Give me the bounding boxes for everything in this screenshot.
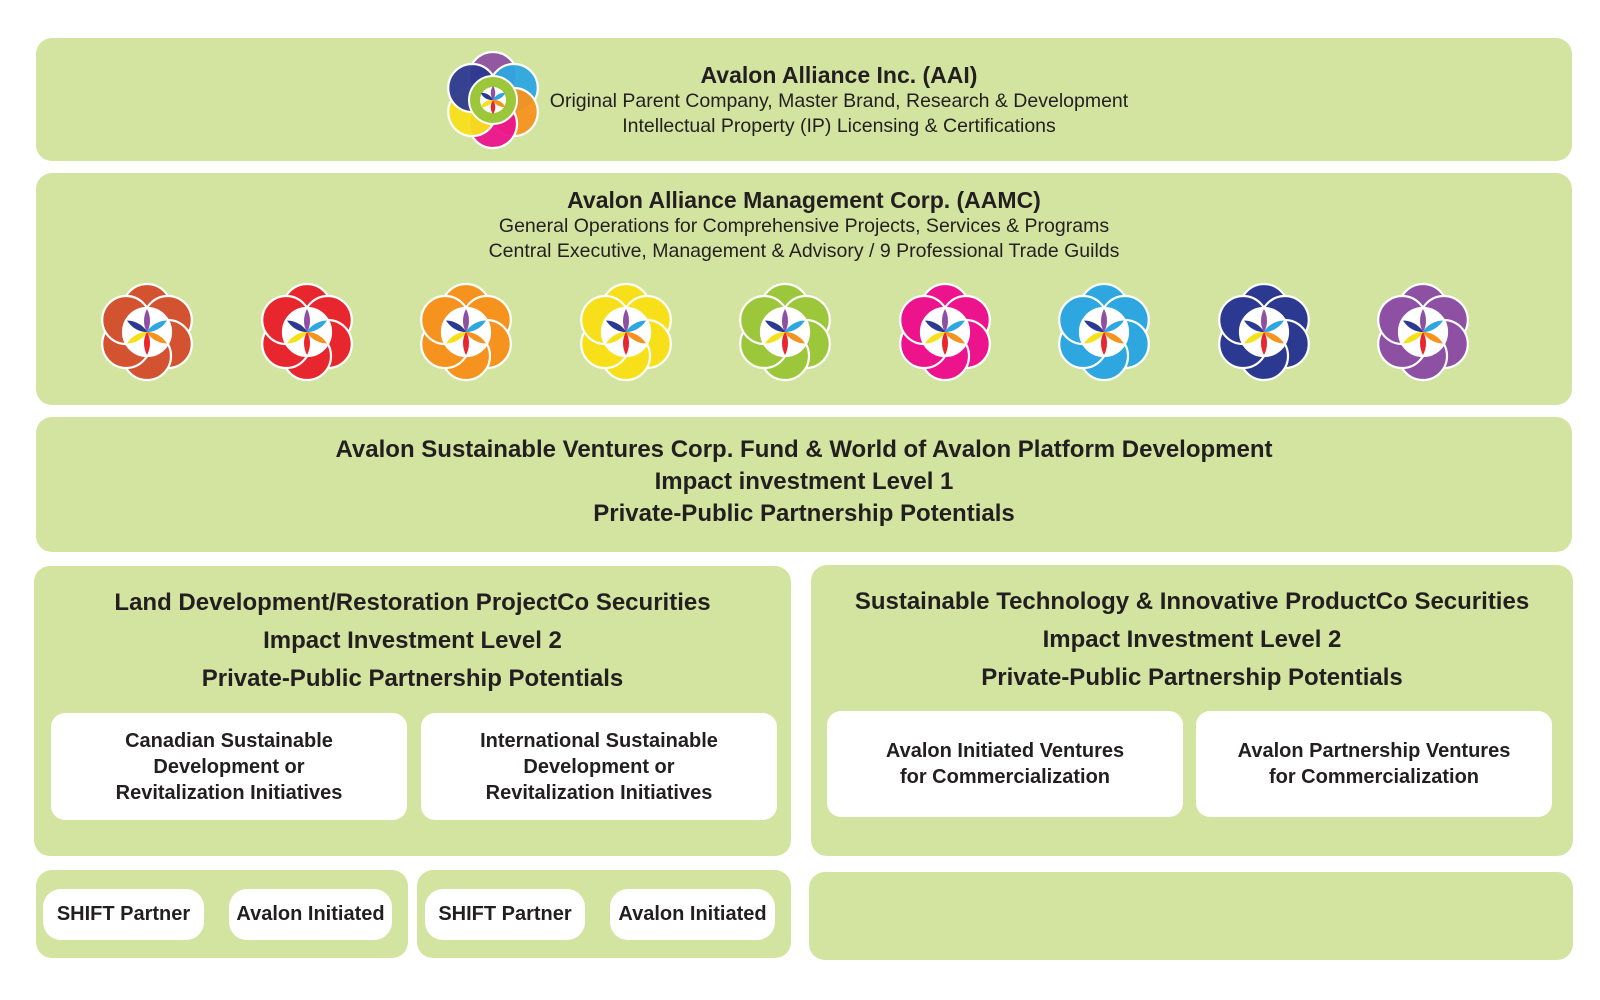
asv-text: Avalon Sustainable Ventures Corp. Fund &… — [36, 434, 1572, 530]
aamc-line-1: General Operations for Comprehensive Pro… — [498, 215, 1110, 237]
card-line: for Commercialization — [1268, 766, 1480, 788]
canadian-initiatives-card: Canadian Sustainable Development or Revi… — [51, 713, 407, 820]
partner-group-1: SHIFT Partner Avalon Initiated — [36, 870, 408, 958]
card-line: Development or — [523, 755, 675, 778]
card-line: Revitalization Initiatives — [485, 781, 713, 804]
sustainable-technology-panel: Sustainable Technology & Innovative Prod… — [811, 565, 1573, 856]
guild-flower-icon — [260, 282, 353, 382]
guild-flower-icon — [739, 282, 831, 382]
guild-flower-icon — [101, 282, 193, 382]
aai-title: Avalon Alliance Inc. (AAI) — [700, 62, 978, 88]
partnership-ventures-card: Avalon Partnership Ventures for Commerci… — [1196, 711, 1552, 817]
asv-line-2: Impact investment Level 1 — [654, 468, 954, 495]
aamc-panel: Avalon Alliance Management Corp. (AAMC) … — [36, 173, 1572, 405]
aamc-line-2: Central Executive, Management & Advisory… — [488, 240, 1120, 262]
aai-line-2: Intellectual Property (IP) Licensing & C… — [622, 115, 1056, 137]
flower-of-life-multicolor-icon — [447, 50, 539, 150]
land-line-3: Private-Public Partnership Potentials — [201, 665, 624, 692]
land-line-1: Land Development/Restoration ProjectCo S… — [114, 589, 711, 616]
aai-line-1: Original Parent Company, Master Brand, R… — [549, 90, 1129, 112]
shift-partner-pill: SHIFT Partner — [425, 889, 585, 940]
guild-flower-icon — [1217, 282, 1310, 382]
aamc-title: Avalon Alliance Management Corp. (AAMC) — [567, 187, 1041, 213]
card-line: Avalon Initiated Ventures — [885, 740, 1125, 762]
card-line: Revitalization Initiatives — [115, 781, 343, 804]
land-line-2: Impact Investment Level 2 — [263, 627, 562, 654]
empty-panel — [809, 872, 1573, 960]
asv-panel: Avalon Sustainable Ventures Corp. Fund &… — [36, 417, 1572, 552]
guild-flower-icon — [1377, 282, 1469, 382]
land-development-panel: Land Development/Restoration ProjectCo S… — [34, 566, 791, 856]
international-initiatives-card: International Sustainable Development or… — [421, 713, 777, 820]
card-line: Canadian Sustainable — [125, 729, 333, 752]
guild-flower-icon — [898, 282, 991, 382]
tech-heading: Sustainable Technology & Innovative Prod… — [811, 583, 1573, 697]
tech-line-3: Private-Public Partnership Potentials — [981, 664, 1403, 691]
aai-text: Avalon Alliance Inc. (AAI) Original Pare… — [36, 62, 1572, 139]
aai-panel: Avalon Alliance Inc. (AAI) Original Pare… — [36, 38, 1572, 161]
land-heading: Land Development/Restoration ProjectCo S… — [34, 584, 791, 698]
card-line: International Sustainable — [480, 729, 718, 752]
partner-group-2: SHIFT Partner Avalon Initiated — [417, 870, 791, 958]
guild-flower-icon — [420, 282, 512, 382]
asv-line-3: Private-Public Partnership Potentials — [593, 500, 1015, 527]
asv-line-1: Avalon Sustainable Ventures Corp. Fund &… — [335, 436, 1273, 463]
aamc-text: Avalon Alliance Management Corp. (AAMC) … — [36, 187, 1572, 264]
guild-icons-row — [36, 280, 1572, 386]
shift-partner-pill: SHIFT Partner — [43, 889, 204, 940]
initiated-ventures-card: Avalon Initiated Ventures for Commercial… — [827, 711, 1183, 817]
tech-line-1: Sustainable Technology & Innovative Prod… — [854, 588, 1530, 615]
card-line: for Commercialization — [899, 766, 1111, 788]
card-line: Development or — [153, 755, 305, 778]
tech-line-2: Impact Investment Level 2 — [1042, 626, 1342, 653]
guild-flower-icon — [1058, 282, 1150, 382]
card-line: Avalon Partnership Ventures — [1237, 740, 1511, 762]
avalon-initiated-pill: Avalon Initiated — [610, 889, 775, 940]
avalon-initiated-pill: Avalon Initiated — [229, 889, 392, 940]
guild-flower-icon — [579, 282, 672, 382]
